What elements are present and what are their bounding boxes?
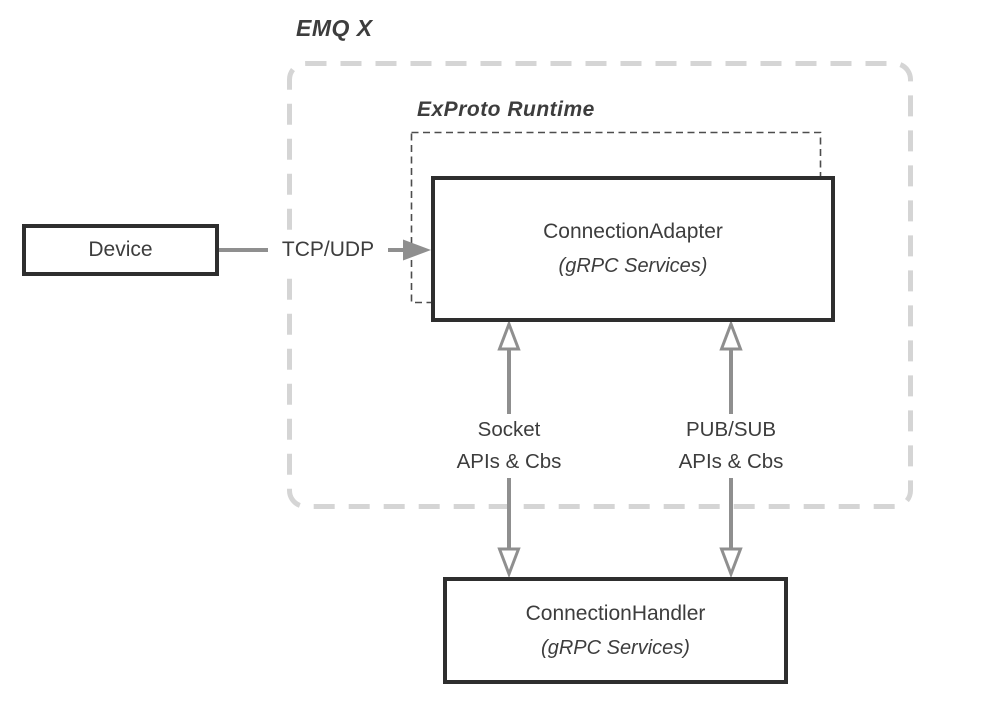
pubsub-apis-edge-label-line2: APIs & Cbs (678, 450, 784, 473)
connection-handler-node: ConnectionHandler (gRPC Services) (443, 577, 788, 684)
socket-apis-edge-label-line2: APIs & Cbs (456, 450, 562, 473)
connection-adapter-title: ConnectionAdapter (543, 220, 723, 243)
exproto-runtime-label: ExProto Runtime (417, 98, 595, 121)
device-node-label: Device (88, 238, 153, 261)
socket-apis-edge-label-line1: Socket (477, 418, 541, 441)
tcp-udp-edge-label: TCP/UDP (268, 235, 388, 265)
device-node: Device (22, 224, 219, 276)
emqx-boundary-dashed-rect (287, 61, 913, 509)
connection-adapter-subtitle: (gRPC Services) (558, 255, 708, 277)
connection-handler-subtitle: (gRPC Services) (541, 636, 690, 659)
connection-adapter-node: ConnectionAdapter (gRPC Services) (431, 176, 835, 322)
pubsub-apis-edge-label-line1: PUB/SUB (686, 418, 776, 441)
connection-handler-title: ConnectionHandler (525, 601, 706, 625)
socket-apis-edge-label: Socket APIs & Cbs (434, 414, 584, 478)
pubsub-apis-edge-label: PUB/SUB APIs & Cbs (656, 414, 806, 478)
emqx-container-label: EMQ X (296, 15, 373, 41)
